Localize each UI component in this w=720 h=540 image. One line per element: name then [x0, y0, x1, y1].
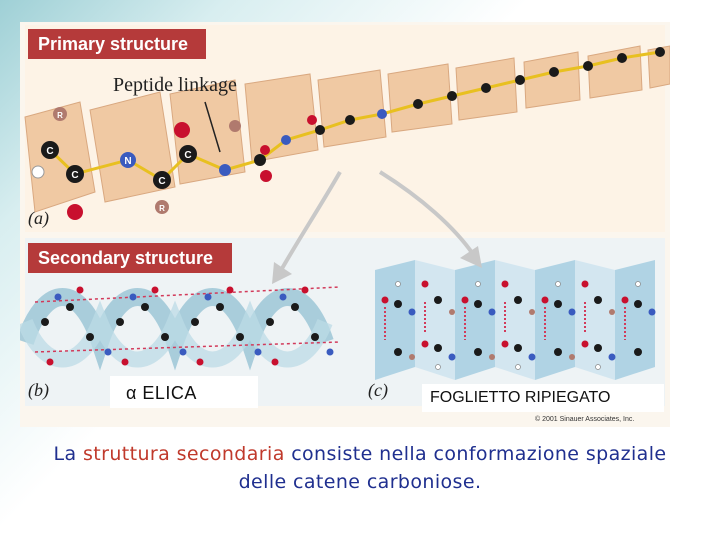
caption-part-2: consiste nella conformazione spaziale de…: [238, 443, 667, 493]
peptide-linkage-pointer: [204, 101, 221, 153]
copyright-note: © 2001 Sinauer Associates, Inc.: [535, 416, 635, 423]
svg-text:R: R: [159, 204, 165, 213]
panel-label-b: (b): [28, 380, 49, 400]
svg-text:C: C: [71, 170, 78, 181]
svg-text:N: N: [124, 156, 131, 167]
atom-colors: [31, 47, 665, 220]
primary-structure-header: Primary structure: [28, 29, 206, 59]
caption-part-1: La: [53, 443, 83, 465]
peptide-linkage-label: Peptide linkage: [113, 74, 237, 96]
transition-arrows: [278, 170, 477, 273]
pleated-sheet-label-box: [422, 384, 664, 412]
pleated-sheet-label: FOGLIETTO RIPIEGATO: [430, 389, 611, 406]
helix-ribbon: [20, 286, 341, 371]
secondary-structure-header: Secondary structure: [28, 243, 232, 273]
caption-highlight: struttura secondaria: [82, 443, 285, 465]
svg-text:R: R: [57, 111, 63, 120]
pleated-sheet: [375, 260, 656, 380]
panel-label-a: (a): [28, 208, 49, 228]
peptide-chain-plates: [24, 45, 670, 213]
svg-text:C: C: [158, 176, 165, 187]
alpha-helix-label-box: [110, 376, 258, 408]
svg-text:C: C: [184, 150, 191, 161]
atom-letters: C C N C C R R: [46, 111, 191, 213]
alpha-helix-label: α ELICA: [126, 383, 197, 403]
molecular-diagram: C C N C C R R: [20, 45, 670, 380]
arrow-left-head: [272, 262, 292, 284]
panel-label-c: (c): [368, 380, 388, 400]
svg-text:C: C: [46, 146, 53, 157]
arrow-right-head: [460, 246, 482, 268]
slide-caption: La struttura secondaria consiste nella c…: [30, 440, 690, 496]
